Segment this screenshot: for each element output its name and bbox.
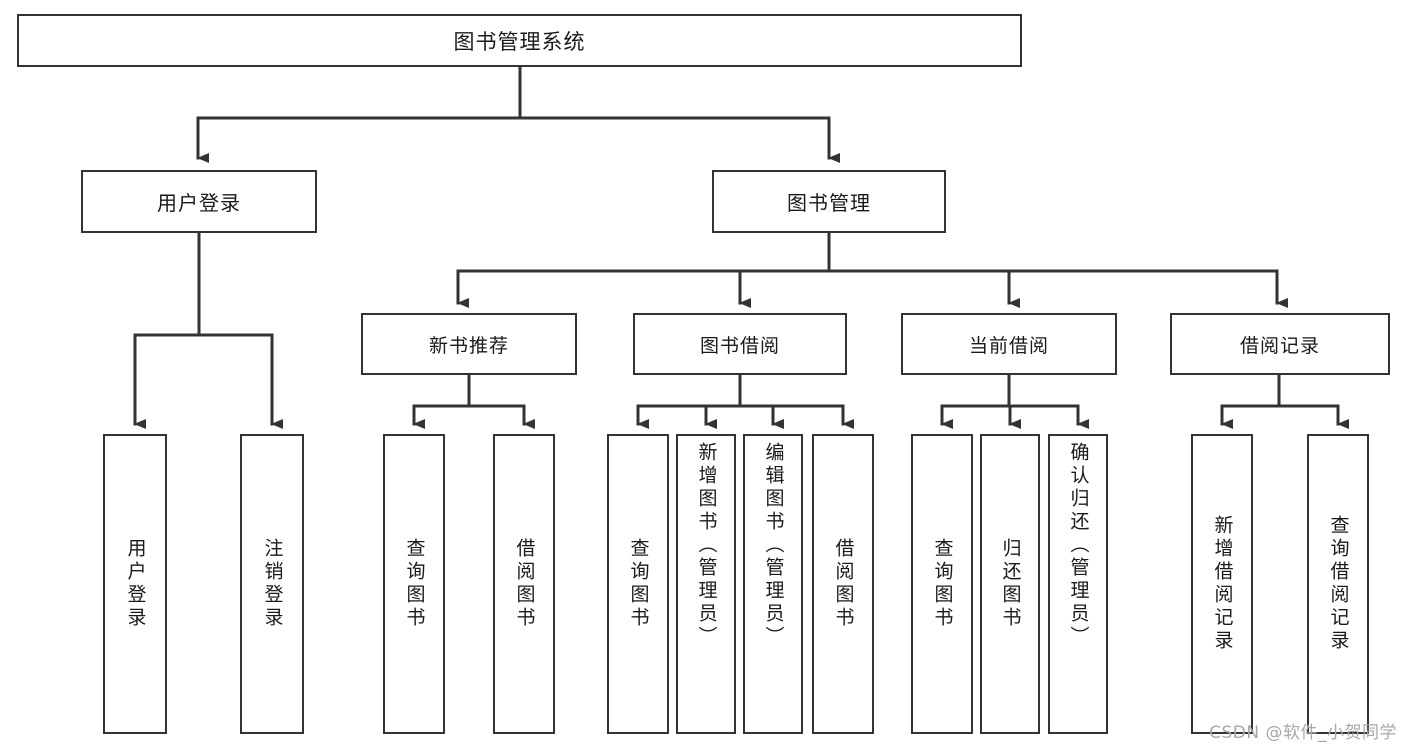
leaf-borrow-do[interactable]: 借阅图书 [812,434,874,734]
node-root[interactable]: 图书管理系统 [17,14,1022,67]
leaf-record-add[interactable]: 新增借阅记录 [1191,434,1253,734]
leaf-current-confirm-label: 确认归还（管理员） [1067,442,1090,649]
leaf-current-query[interactable]: 查询图书 [911,434,973,734]
node-book-borrow[interactable]: 图书借阅 [633,313,847,375]
node-book-borrow-label: 图书借阅 [699,334,780,357]
node-book-manage-label: 图书管理 [787,191,871,215]
node-root-label: 图书管理系统 [453,29,586,54]
leaf-user-logout[interactable]: 注销登录 [240,434,304,734]
leaf-borrow-add-label: 新增图书（管理员） [695,442,718,649]
leaf-record-query-label: 查询借阅记录 [1327,515,1350,653]
node-user-login-label: 用户登录 [157,191,241,215]
node-new-book-rec-label: 新书推荐 [428,334,509,357]
leaf-user-login-label: 用户登录 [124,538,147,630]
leaf-record-query[interactable]: 查询借阅记录 [1307,434,1369,734]
node-current-borrow-label: 当前借阅 [968,334,1049,357]
leaf-borrow-edit-label: 编辑图书（管理员） [762,442,785,649]
leaf-current-return[interactable]: 归还图书 [980,434,1040,734]
leaf-borrow-query-label: 查询图书 [627,538,650,630]
node-current-borrow[interactable]: 当前借阅 [901,313,1117,375]
node-borrow-record-label: 借阅记录 [1239,334,1320,357]
leaf-current-query-label: 查询图书 [931,538,954,630]
leaf-rec-borrow[interactable]: 借阅图书 [493,434,555,734]
node-new-book-rec[interactable]: 新书推荐 [361,313,577,375]
leaf-borrow-edit[interactable]: 编辑图书（管理员） [743,434,803,734]
leaf-borrow-add[interactable]: 新增图书（管理员） [676,434,736,734]
leaf-user-login[interactable]: 用户登录 [103,434,167,734]
leaf-user-logout-label: 注销登录 [261,538,284,630]
leaf-rec-query[interactable]: 查询图书 [383,434,445,734]
watermark: CSDN @软件_小贺同学 [1209,723,1397,743]
leaf-record-add-label: 新增借阅记录 [1211,515,1234,653]
node-borrow-record[interactable]: 借阅记录 [1170,313,1390,375]
node-book-manage[interactable]: 图书管理 [712,170,946,233]
leaf-current-return-label: 归还图书 [999,538,1022,630]
node-user-login[interactable]: 用户登录 [81,170,317,233]
leaf-rec-borrow-label: 借阅图书 [513,538,536,630]
leaf-borrow-do-label: 借阅图书 [832,538,855,630]
leaf-rec-query-label: 查询图书 [403,538,426,630]
leaf-borrow-query[interactable]: 查询图书 [607,434,669,734]
leaf-current-confirm[interactable]: 确认归还（管理员） [1048,434,1108,734]
